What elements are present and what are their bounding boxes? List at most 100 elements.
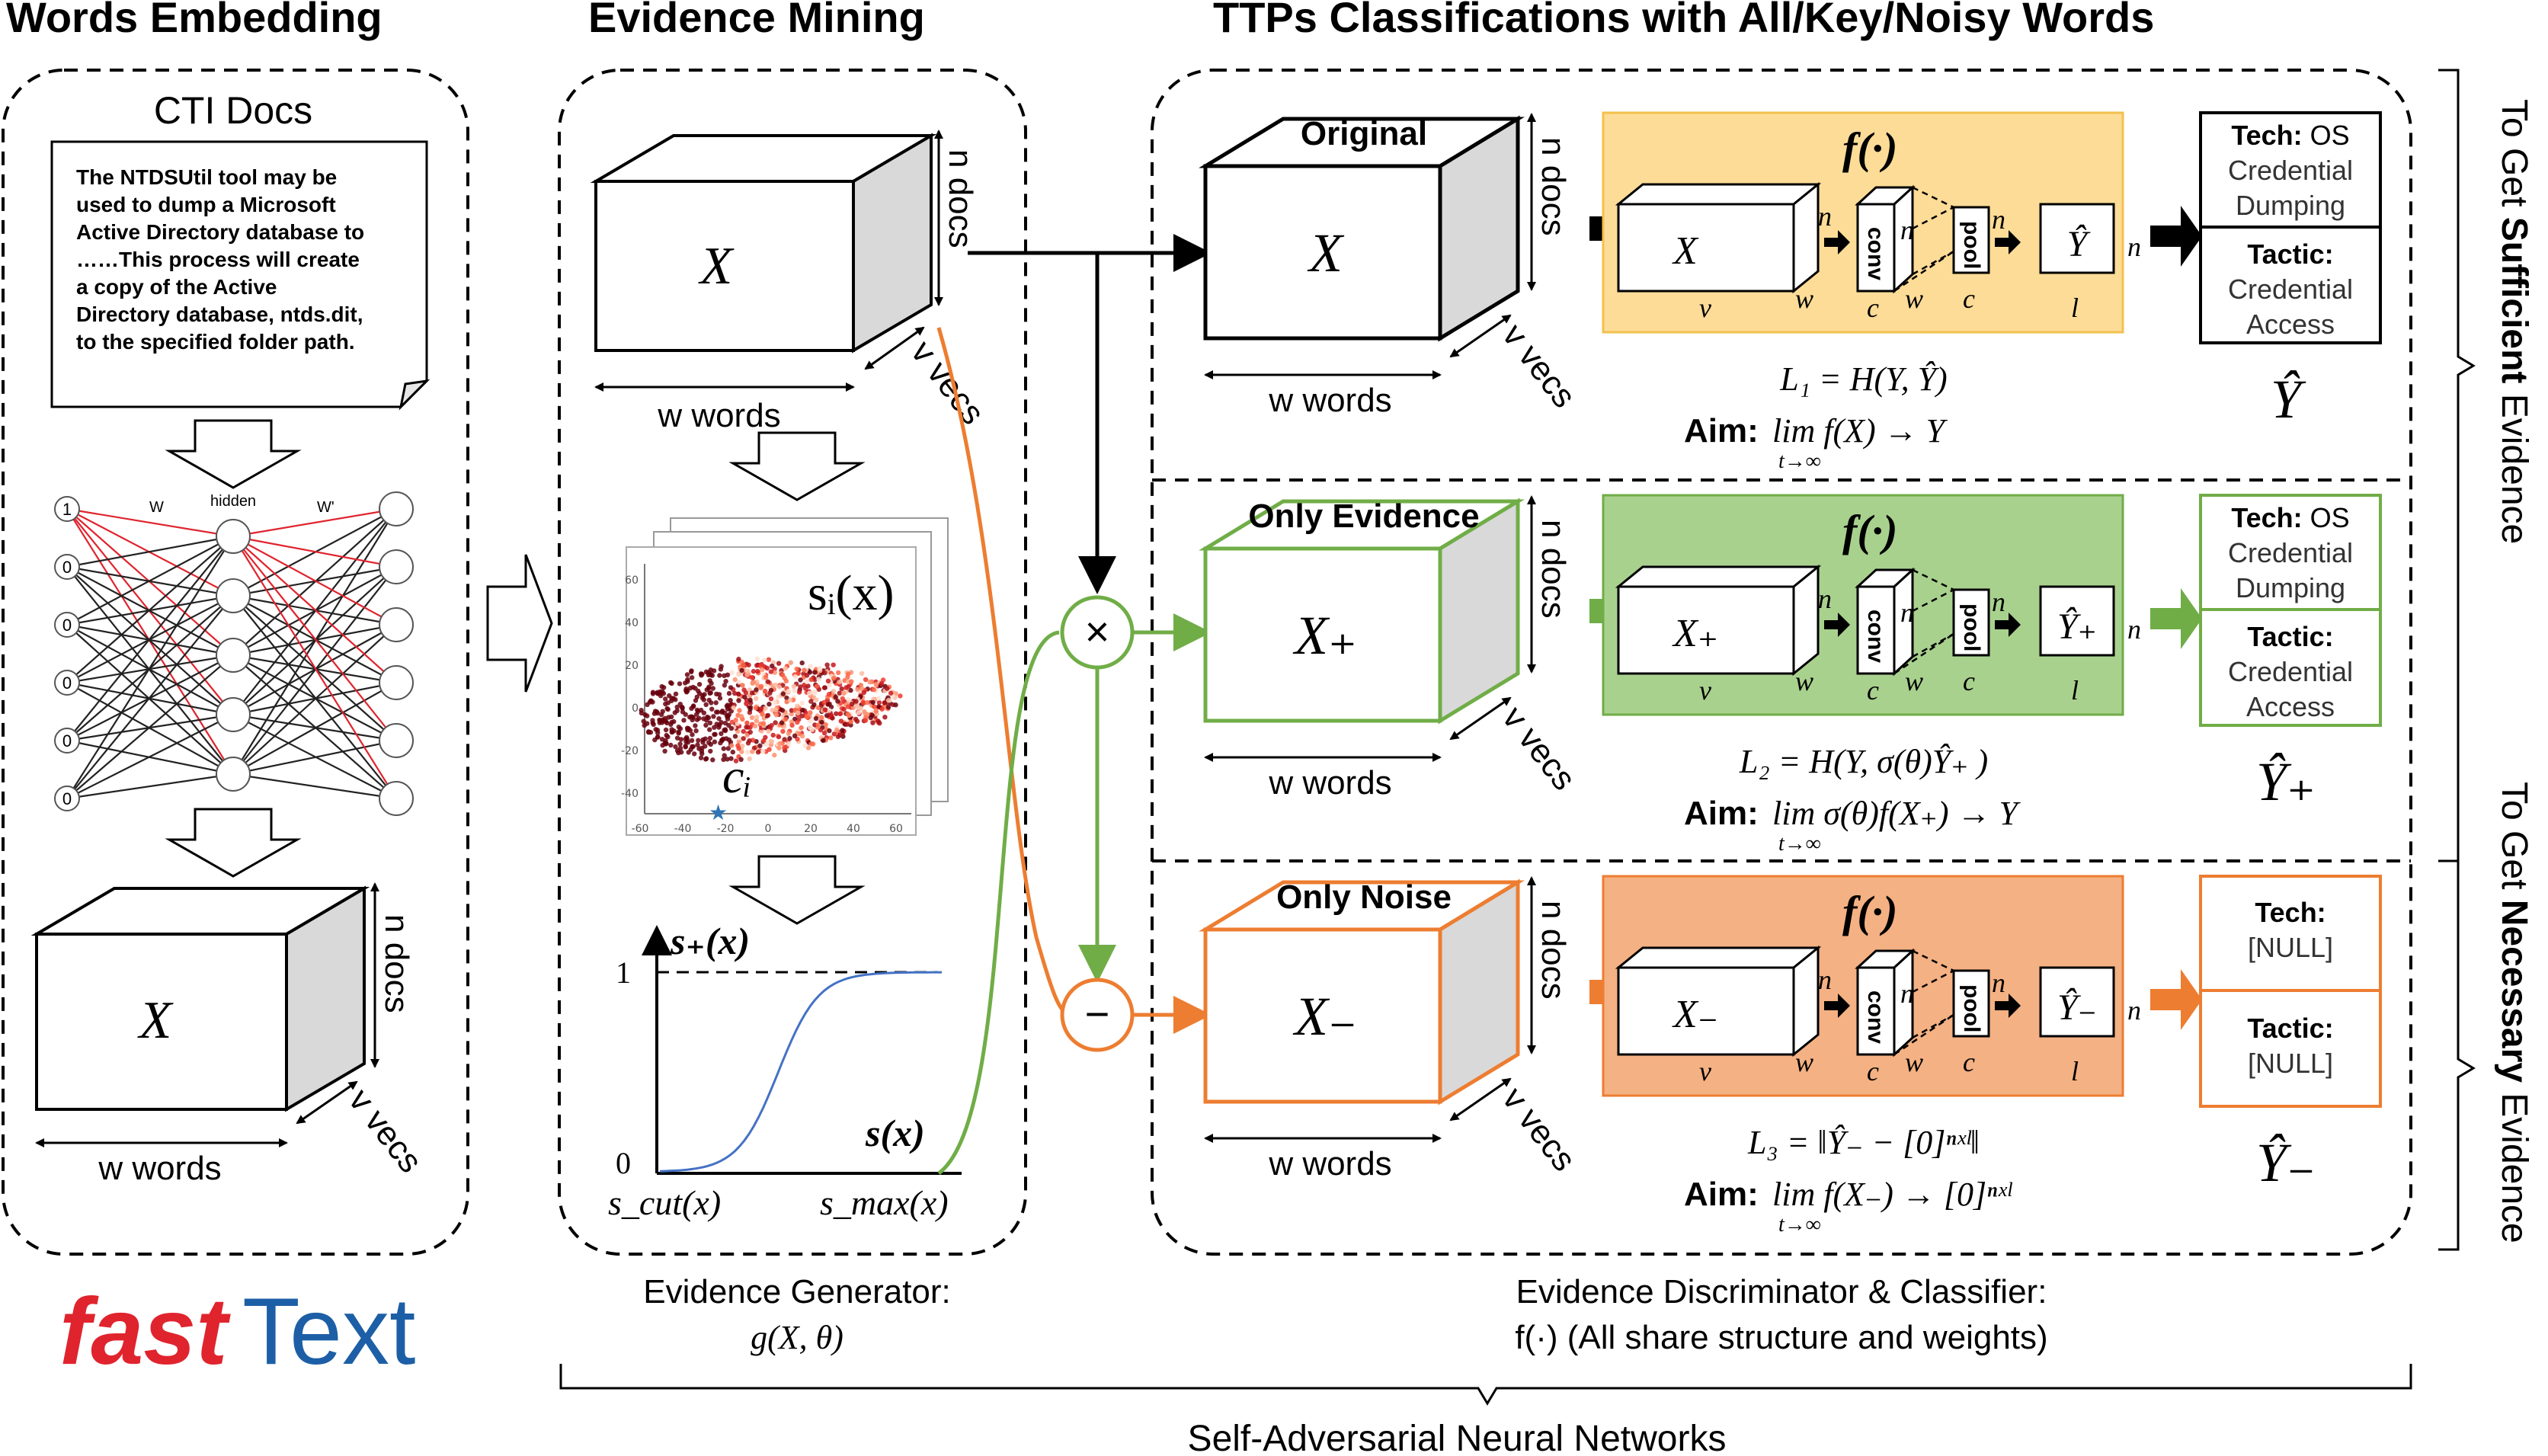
network-node [379, 549, 414, 584]
dim-c: c [1867, 1056, 1879, 1086]
embedding-n-docs: n docs [378, 914, 415, 1013]
network-node [54, 554, 80, 580]
multiply-symbol: × [1085, 607, 1110, 655]
evidence-w-words: w words [657, 397, 780, 434]
dim-w: w [1795, 1047, 1813, 1077]
dim-n: n [1818, 965, 1832, 995]
row-w-words: w words [1268, 382, 1391, 419]
discriminator-formula: f(·) (All share structure and weights) [1515, 1319, 2047, 1356]
output-tactic-value: Access [2246, 309, 2335, 340]
row-v-vecs: v vecs [1495, 699, 1583, 797]
hollow-arrow-down-4 [728, 855, 866, 925]
scatter-x-tick: 0 [765, 823, 772, 835]
row-loss: L₃ = ‖Ŷ₋ − [0]ⁿˣˡ‖ [1747, 1124, 1980, 1161]
dim-n: n [1900, 978, 1914, 1009]
evidence-n-docs: n docs [942, 149, 979, 248]
scatter-x-tick: 20 [804, 823, 818, 835]
scatter-y-tick: 40 [625, 617, 639, 629]
row-y-hat: Ŷ₊ [2256, 751, 2316, 812]
s-cut-label: s_cut(x) [608, 1183, 721, 1222]
hollow-arrow-down-3 [728, 431, 866, 501]
scatter-stack [626, 517, 949, 836]
output-tech-box [2199, 494, 2382, 611]
output-tactic-title: Tactic: [2247, 1013, 2333, 1044]
output-tech-title: Tech: OS [2231, 120, 2349, 151]
classifier-input-label: X₋ [1672, 993, 1718, 1036]
cti-doc-line: Directory database, ntds.dit, [76, 302, 363, 326]
dim-c: c [1867, 675, 1879, 706]
panel-words-embedding [2, 69, 469, 1256]
sigmoid-one: 1 [616, 955, 631, 990]
cti-docs-title: CTI Docs [154, 89, 312, 132]
embedding-v-vecs: v vecs [341, 1082, 429, 1179]
dim-l: l [2071, 293, 2079, 323]
cti-doc-line: ……This process will create [76, 248, 360, 271]
network-w-prime-label: W' [317, 499, 335, 516]
fasttext-logo-fast: fast [59, 1279, 231, 1384]
pool-label: pool [1959, 984, 1984, 1032]
network-node [379, 491, 414, 526]
network-input-value: 0 [62, 558, 72, 577]
evidence-generator-formula: g(X, θ) [751, 1319, 843, 1356]
dim-n: n [2127, 232, 2141, 262]
row-aim-expr: lim f(X) → Y [1772, 412, 1948, 450]
dim-w: w [1905, 283, 1923, 314]
network-node [54, 670, 80, 696]
dim-l: l [2071, 1056, 2079, 1086]
output-tech-value: Dumping [2236, 572, 2345, 603]
dim-n: n [1992, 204, 2005, 235]
row-v-vecs: v vecs [1495, 1080, 1583, 1178]
sigmoid-top-label: s₊(x) [670, 920, 750, 962]
pool-label: pool [1959, 603, 1984, 651]
dim-c: c [1963, 1047, 1975, 1077]
row-box-title: Original [1301, 115, 1427, 152]
row-aim-limit: t→∞ [1778, 832, 1821, 856]
sigmoid-zero: 0 [616, 1146, 631, 1180]
centroid-star-icon: ★ [709, 802, 728, 825]
dim-w: w [1795, 666, 1813, 696]
network-node [216, 638, 251, 673]
pool-label: pool [1959, 221, 1984, 269]
cti-doc-line: The NTDSUtil tool may be [76, 165, 337, 189]
row-aim-label: Aim: [1684, 412, 1759, 450]
minus-operator [1060, 978, 1135, 1052]
section-title-words-embedding: Words Embedding [6, 0, 383, 41]
row-box-title: Only Noise [1276, 878, 1452, 916]
row-box-title: Only Evidence [1248, 498, 1479, 535]
output-tactic-value: [NULL] [2248, 1048, 2333, 1079]
network-node [54, 496, 80, 522]
output-tech-box [2199, 875, 2382, 992]
scatter-y-tick: 20 [625, 660, 639, 672]
dim-n: n [1992, 587, 2005, 617]
output-tactic-title: Tactic: [2247, 621, 2333, 652]
scatter-x-tick: 40 [847, 823, 860, 835]
dim-arrow-v [296, 1080, 358, 1125]
evidence-cube-x-label: X [698, 237, 735, 296]
output-tech-value: [NULL] [2248, 932, 2333, 963]
classifier-output-label: Ŷ₋ [2057, 987, 2097, 1028]
dim-arrow-v-2 [864, 326, 925, 370]
dim-w: w [1905, 666, 1923, 696]
output-tactic-box [2199, 608, 2382, 727]
row-aim-expr: lim σ(θ)f(X₊) → Y [1772, 795, 2021, 832]
dim-n: n [1818, 201, 1832, 232]
output-tactic-box [2199, 989, 2382, 1108]
hollow-arrow-right [486, 554, 553, 693]
dim-n: n [1992, 968, 2005, 998]
output-tactic-value: Credential [2228, 656, 2353, 687]
row-n-docs: n docs [1535, 901, 1572, 1000]
row-n-docs: n docs [1535, 520, 1572, 619]
network-node [216, 757, 251, 792]
discriminator-caption: Evidence Discriminator & Classifier: [1516, 1273, 2047, 1310]
scatter-y-tick: -40 [621, 788, 639, 800]
sigmoid-plot [642, 925, 962, 1175]
row-cube-label: X₋ [1292, 986, 1357, 1047]
hollow-arrow-down-2 [165, 808, 302, 878]
dim-n: n [1900, 215, 1914, 245]
network-w-label: W [149, 499, 164, 516]
dim-n: n [2127, 995, 2141, 1026]
scatter-x-tick: -20 [717, 823, 735, 835]
